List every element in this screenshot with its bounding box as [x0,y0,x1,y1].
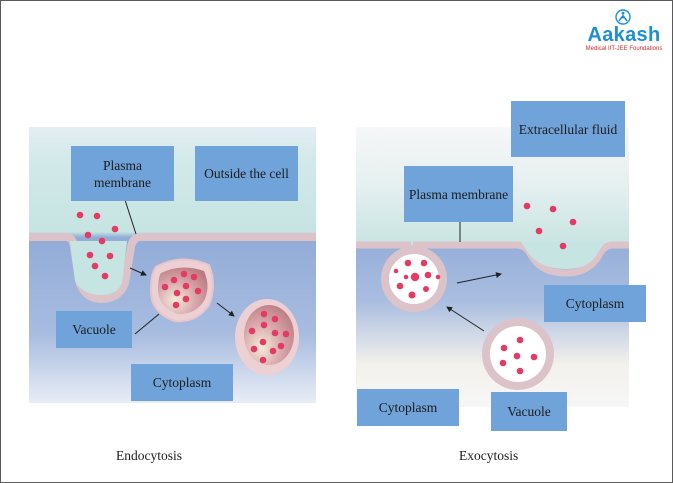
plasma-membrane-pointer [124,199,137,235]
exo-vacuole-label: Vacuole [491,392,567,431]
exocytosis-caption: Exocytosis [459,448,519,463]
endo-plasma-membrane-label: Plasma membrane [71,146,174,201]
exocytosis-vacuole-particles-approaching [499,336,538,375]
exocytosis-vacuole-particles-fusing [393,259,441,299]
endo-cytoplasm-label: Cytoplasm [131,364,233,401]
logo-tagline: Medical IIT-JEE Foundations [585,46,663,52]
endocytosis-arrow-1 [129,267,147,276]
exocytosis-arrow-up [446,306,485,332]
exo-extracellular-fluid-label: Extracellular fluid [511,101,625,157]
endocytosis-caption: Endocytosis [116,448,182,463]
exocytosis-arrow-release [456,272,502,284]
aakash-person-logo-icon [615,9,631,25]
vacuole-pointer [134,313,160,335]
endocytosis-arrow-2 [216,302,235,317]
endocytosis-vacuole-particles-2 [248,310,290,364]
exocytosis-released-particles [523,202,577,250]
endocytosis-vacuole-particles-1 [161,270,202,309]
logo-brand-text: Aakash [587,24,661,46]
exo-plasma-membrane-label: Plasma membrane [404,166,513,222]
endo-vacuole-label: Vacuole [56,311,132,348]
exo-cytoplasm-left-label: Cytoplasm [357,389,459,426]
aakash-logo: Aakash Medical IIT-JEE Foundations [579,9,669,64]
endo-outside-cell-label: Outside the cell [195,146,298,201]
endocytosis-pocket-particles [76,211,119,280]
exo-cytoplasm-right-label: Cytoplasm [544,285,646,322]
